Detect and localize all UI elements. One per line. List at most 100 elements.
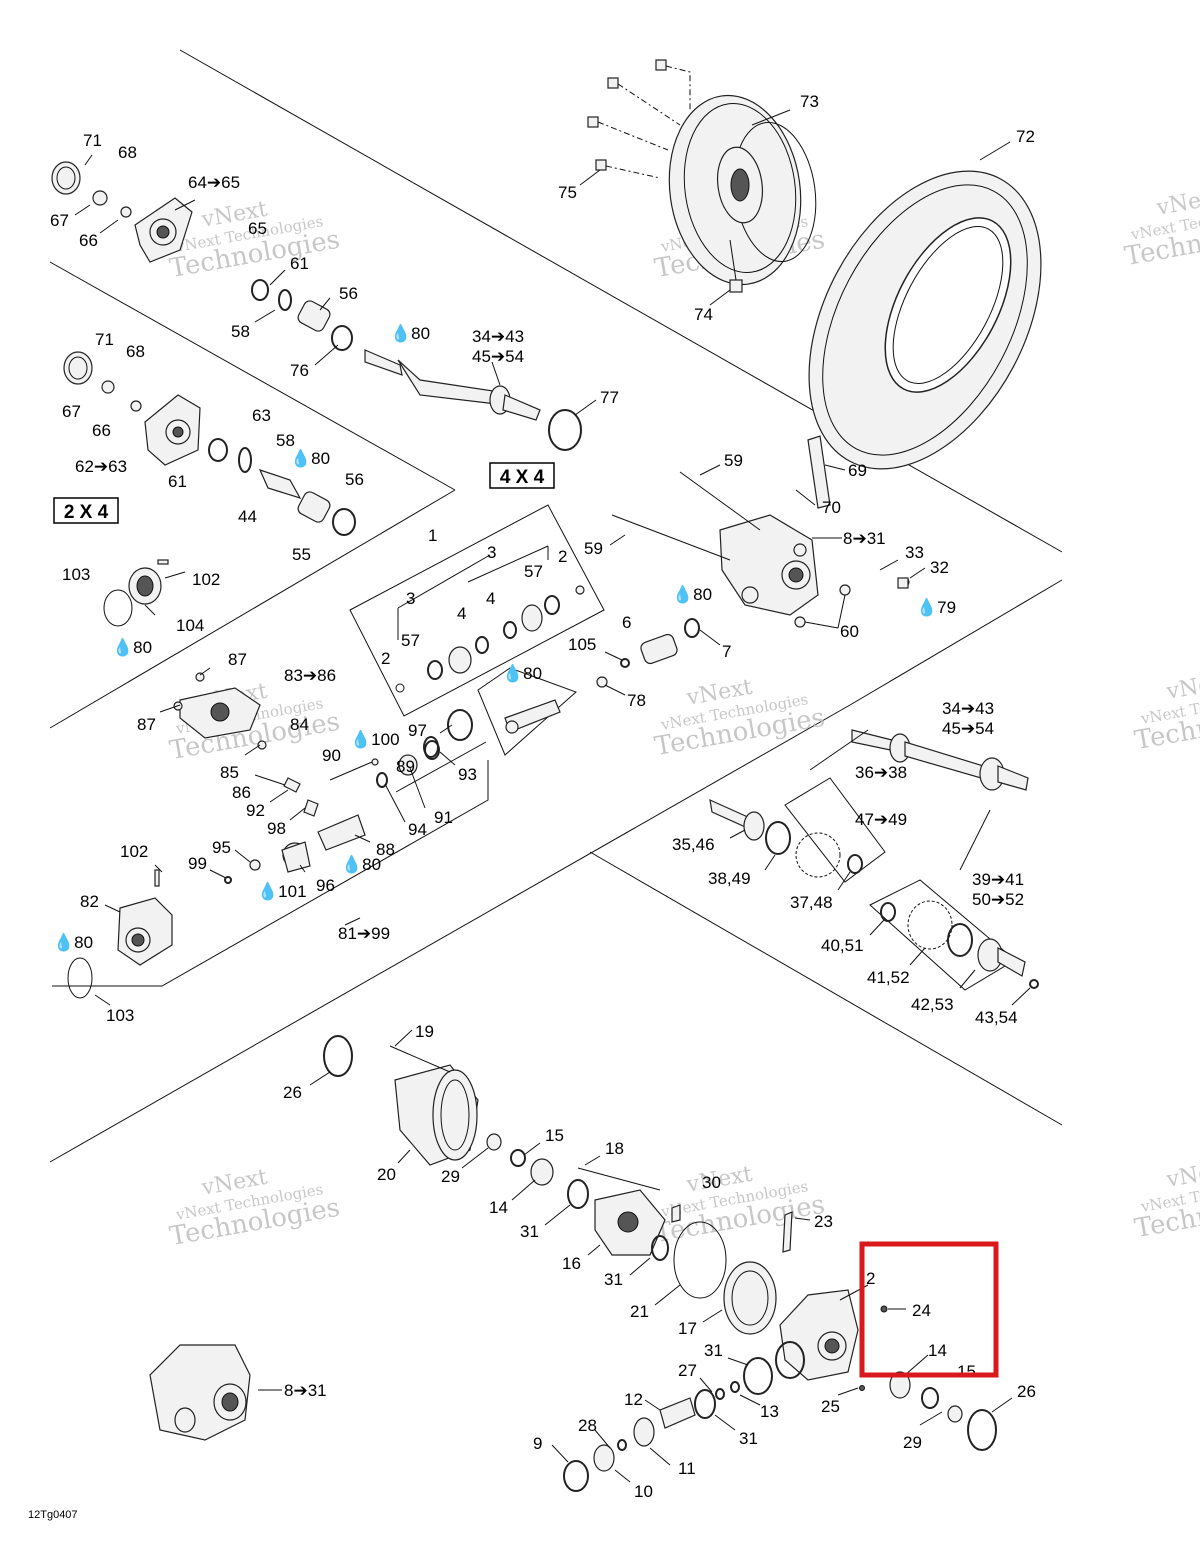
label: 82: [80, 892, 99, 911]
label: 9: [533, 1434, 542, 1453]
label: 45➔54: [942, 719, 994, 738]
label: 55: [292, 545, 311, 564]
label: 65: [248, 219, 267, 238]
label: 13: [760, 1402, 779, 1421]
label: 28: [578, 1416, 597, 1435]
label: 27: [678, 1361, 697, 1380]
label: 103: [106, 1006, 134, 1025]
label: 58: [231, 322, 250, 341]
actuator-83: [173, 672, 379, 817]
label: 38,49: [708, 869, 751, 888]
diagram-code: 12Tg0407: [28, 1509, 78, 1521]
bracket-lines-2: [52, 741, 489, 987]
label: 31: [704, 1341, 723, 1360]
label: 💧79: [916, 597, 956, 617]
watermark: vNext vNext Technologies Technologies: [1132, 1157, 1200, 1244]
front-diff-housing: [596, 435, 910, 688]
wheel-hub-64: [92, 190, 193, 263]
label: 73: [800, 92, 819, 111]
label: 104: [176, 616, 204, 635]
label: 💧101: [257, 881, 307, 901]
label: 32: [930, 558, 949, 577]
label: 83➔86: [284, 666, 336, 685]
label: 💧100: [350, 729, 400, 749]
label: 33: [905, 543, 924, 562]
label: 57: [401, 631, 420, 650]
label: 26: [283, 1083, 302, 1102]
label: 91: [434, 808, 453, 827]
label: 17: [678, 1319, 697, 1338]
label: 87: [228, 650, 247, 669]
label: 62➔63: [75, 457, 127, 476]
label: 💧80: [502, 663, 542, 683]
watermark: vNext vNext Technologies Technologies: [1132, 669, 1200, 756]
label: 7: [722, 642, 731, 661]
label: 95: [212, 838, 231, 857]
label: 87: [137, 715, 156, 734]
watermark: vNext vNext Technologies Technologies: [652, 1162, 827, 1249]
hub-cap-71a: [51, 161, 81, 195]
label: 98: [267, 819, 286, 838]
label: 67: [62, 402, 81, 421]
label: 15: [957, 1362, 976, 1381]
label: 88: [376, 840, 395, 859]
box-4x4: 4 X 4: [489, 462, 555, 489]
output-shaft-group: [67, 740, 440, 999]
highlight-box: [859, 1241, 999, 1378]
label: 42,53: [911, 995, 954, 1014]
pinion-shaft-group: [563, 1357, 773, 1492]
label: 19: [415, 1022, 434, 1041]
label: 66: [79, 231, 98, 250]
label: 3: [487, 543, 496, 562]
axle-shaft-4x4-top: [251, 279, 582, 451]
label: 26: [1017, 1382, 1036, 1401]
label: 44: [238, 507, 257, 526]
label: 85: [220, 763, 239, 782]
label: 29: [903, 1433, 922, 1452]
label: 31: [739, 1429, 758, 1448]
wheel-rim: [668, 94, 817, 286]
label: 2: [558, 547, 567, 566]
section-separators: [49, 49, 1063, 1163]
label: 1: [428, 526, 437, 545]
label: 💧80: [290, 448, 330, 468]
label: 70: [822, 498, 841, 517]
label: 99: [188, 854, 207, 873]
label: 86: [232, 783, 251, 802]
label: 2: [381, 649, 390, 668]
label: 72: [1016, 127, 1035, 146]
label: 10: [634, 1482, 653, 1501]
label: 💧80: [53, 932, 93, 952]
label: 34➔43: [942, 699, 994, 718]
label: 76: [290, 361, 309, 380]
label: 89: [396, 757, 415, 776]
label: 56: [339, 284, 358, 303]
label: 67: [50, 211, 69, 230]
label: 💧80: [112, 637, 152, 657]
label: 35,46: [672, 835, 715, 854]
label: 57: [524, 562, 543, 581]
label: 21: [630, 1302, 649, 1321]
label: 6: [622, 613, 631, 632]
label: 102: [192, 570, 220, 589]
label: 💧80: [341, 854, 381, 874]
label: 14: [489, 1198, 508, 1217]
label: 2: [866, 1269, 875, 1288]
bracket-lines: [349, 504, 605, 756]
label: 50➔52: [972, 890, 1024, 909]
label: 37,48: [790, 893, 833, 912]
label: 40,51: [821, 936, 864, 955]
label: 92: [246, 801, 265, 820]
label: 59: [724, 451, 743, 470]
label: 3: [406, 589, 415, 608]
label: 4: [486, 589, 495, 608]
label: 68: [118, 143, 137, 162]
label: 94: [408, 820, 427, 839]
label: 63: [252, 406, 271, 425]
svg-text:4 X 4: 4 X 4: [500, 467, 545, 488]
label: 105: [568, 635, 596, 654]
final-drive-assembly-left: [149, 1344, 282, 1441]
label: 77: [600, 388, 619, 407]
rear-diff-housing-20: [323, 1035, 793, 1335]
hub-cap-71b: [63, 351, 93, 385]
